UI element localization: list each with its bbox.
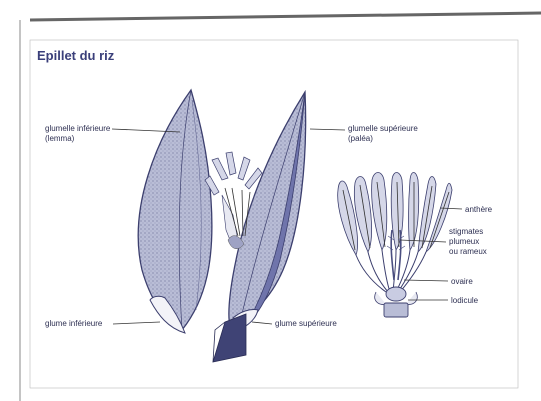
label-glumelle-inferieure: glumelle inférieure xyxy=(45,124,111,133)
leader-glume-sup xyxy=(252,322,272,324)
frame-top-line xyxy=(30,13,541,20)
label-glumelle-superieure: glumelle supérieure xyxy=(348,124,418,133)
label-lemma: (lemma) xyxy=(45,134,75,143)
label-anthere: anthère xyxy=(465,205,493,214)
label-stigmates: stigmates xyxy=(449,227,483,236)
flower-dissection xyxy=(338,173,452,318)
label-ou-rameux: ou rameux xyxy=(449,247,487,256)
lemma-drawing xyxy=(138,90,212,333)
label-glume-inferieure: glume inférieure xyxy=(45,319,103,328)
label-plumeux: plumeux xyxy=(449,237,479,246)
label-glume-superieure: glume supérieure xyxy=(275,319,337,328)
label-ovaire: ovaire xyxy=(451,277,473,286)
label-lodicule: lodicule xyxy=(451,296,479,305)
leader-palea xyxy=(310,129,345,130)
leader-ovaire xyxy=(404,280,448,281)
figure-title: Epillet du riz xyxy=(37,48,115,63)
label-palea: (paléa) xyxy=(348,134,373,143)
leader-glume-inf xyxy=(113,322,160,324)
